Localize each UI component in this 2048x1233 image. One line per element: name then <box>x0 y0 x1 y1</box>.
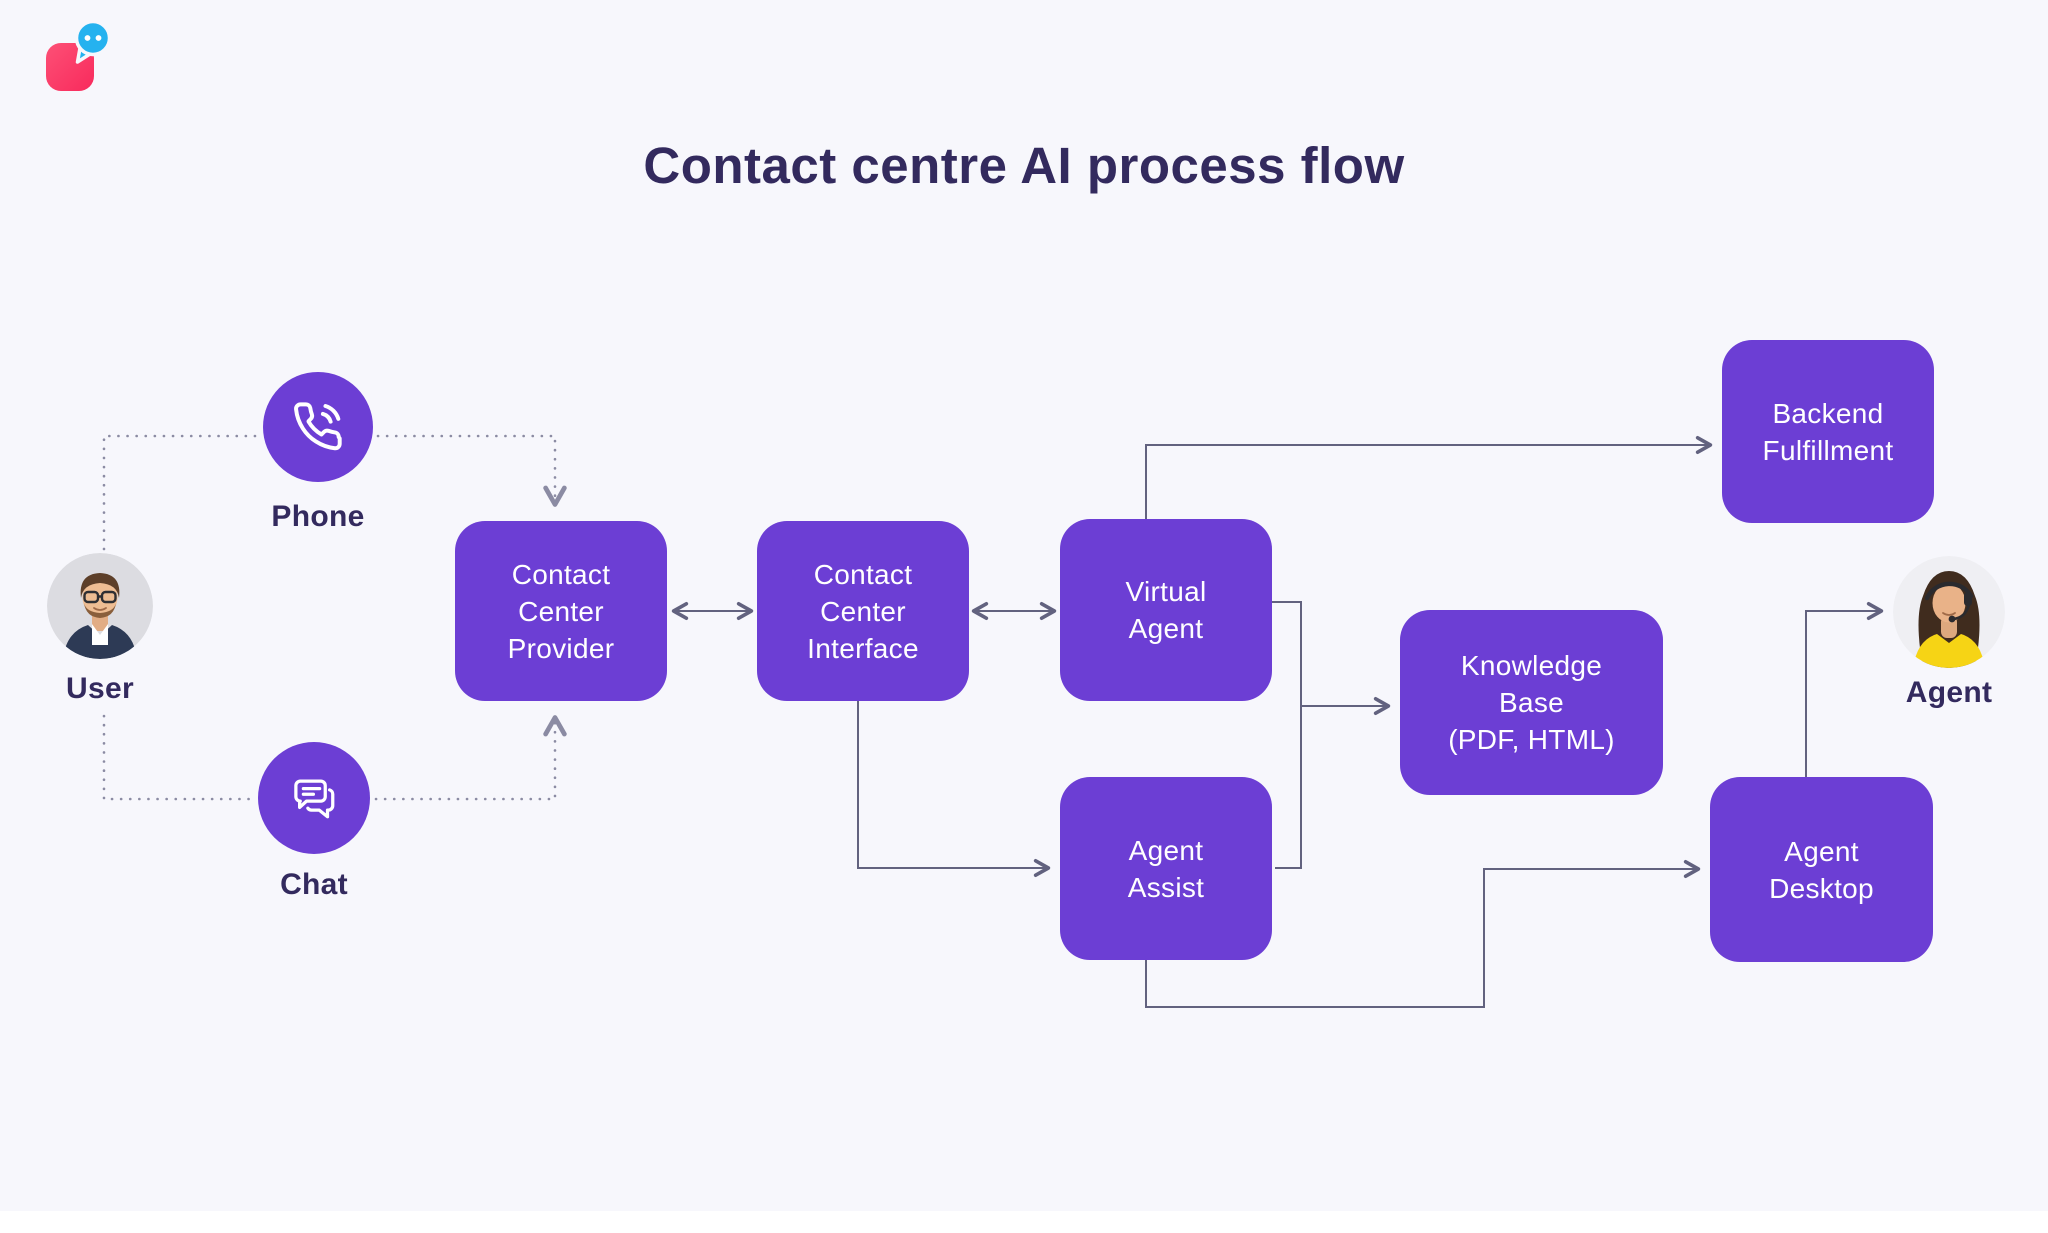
phone-icon <box>290 399 346 455</box>
chat-label: Chat <box>280 868 348 901</box>
page-title: Contact centre AI process flow <box>643 137 1405 194</box>
chat-badge <box>258 742 370 854</box>
node-knowledge-base: Knowledge Base (PDF, HTML) <box>1400 610 1663 795</box>
agent-avatar <box>1893 556 2005 668</box>
phone-label: Phone <box>271 500 365 533</box>
edge-agent-desktop-agent <box>1805 601 1884 777</box>
logo-chat-bubble-icon <box>74 19 112 64</box>
edge-interface-agent-assist <box>857 701 1051 878</box>
phone-badge <box>263 372 373 482</box>
agent-label: Agent <box>1905 676 1993 709</box>
node-virtual-agent: Virtual Agent <box>1060 519 1272 701</box>
user-label: User <box>66 672 134 705</box>
edge-user-chat <box>102 714 256 801</box>
chatbot-logo <box>40 16 116 96</box>
edge-virtual-agent-backend <box>1145 435 1713 519</box>
bottom-strip <box>0 1211 2048 1233</box>
edge-phone-provider <box>376 434 567 507</box>
edge-virtual-agent-agent-assist <box>1272 601 1302 869</box>
node-contact-center-provider: Contact Center Provider <box>455 521 667 701</box>
edge-chat-provider <box>374 715 567 801</box>
chat-bubbles-icon <box>284 768 344 828</box>
node-agent-assist: Agent Assist <box>1060 777 1272 960</box>
node-contact-center-interface: Contact Center Interface <box>757 521 969 701</box>
node-agent-desktop: Agent Desktop <box>1710 777 1933 962</box>
node-backend-fulfillment: Backend Fulfillment <box>1722 340 1934 523</box>
edge-user-phone <box>102 434 260 551</box>
user-avatar <box>47 553 153 659</box>
